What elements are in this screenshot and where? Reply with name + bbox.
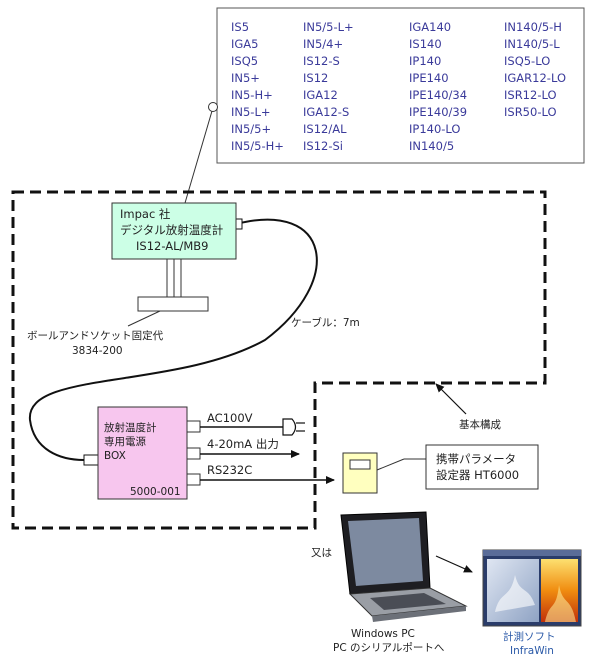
model-column-3: IGA140 IS140 IP140 IPE140 IPE140/34 IPE1… [409,20,467,153]
pc-to-software-arrow [435,555,473,573]
model-name: IS12-Si [303,139,343,153]
model-name: IGA12 [303,88,338,102]
power-box-line1: 放射温度計 [104,421,157,434]
basic-config-boundary [11,190,547,530]
model-name: IN5-L+ [231,105,271,119]
mount-leader [127,310,161,327]
thermometer-model: IS12-AL/MB9 [136,239,209,253]
callout-line [184,110,213,204]
handheld-screen [349,459,371,470]
model-name: IN5-H+ [231,88,273,102]
mount-name: ボールアンドソケット固定代 [27,329,164,342]
model-name: IN5+ [231,71,260,85]
model-list-box [216,7,585,164]
model-name: ISQ5 [231,54,258,68]
model-name: IGA12-S [303,105,349,119]
model-name: IN5/5+ [231,122,271,136]
handheld-setter-icon [342,452,378,494]
model-name: IPE140/34 [409,88,467,102]
ac-label: AC100V [207,411,253,425]
or-label: 又は [311,547,332,559]
ac-plug-icon [282,418,297,436]
model-name: IN5/4+ [303,37,343,51]
power-box-part-no: 5000-001 [130,486,181,498]
cable-connector [83,454,99,466]
model-name: IGA5 [231,37,259,51]
model-name: IGAR12-LO [504,71,566,85]
model-column-2: IN5/5-L+ IN5/4+ IS12-S IS12 IGA12 IGA12-… [303,20,354,153]
power-box-line3: BOX [104,450,126,462]
model-name: IS140 [409,37,442,51]
pc-serial-port: PC のシリアルポートへ [333,642,444,654]
model-name: IP140 [409,54,441,68]
pc-name: Windows PC [351,628,415,640]
mount-base [137,296,209,312]
terminal-serial [186,473,201,486]
callout-circle [208,102,218,112]
model-name: IS12-S [303,54,340,68]
model-column-4: IN140/5-H IN140/5-L ISQ5-LO IGAR12-LO IS… [504,20,566,119]
software-label: 計測ソフト [503,630,556,643]
model-name: IN140/5 [409,139,454,153]
sensor-cable [28,218,318,461]
model-name: IN5/5-L+ [303,20,354,34]
setter-leader [376,458,405,471]
param-setter-box [425,444,539,490]
terminal-ac [186,420,201,433]
thermometer-maker: Impac 社 [120,207,171,221]
infrawin-screenshot [482,549,582,627]
thermometer-box [111,202,237,260]
model-list: IS5 IGA5 ISQ5 IN5+ IN5-H+ IN5-L+ IN5/5+ … [231,20,566,153]
model-name: IN140/5-H [504,20,562,34]
param-setter-line1: 携帯パラメータ [436,452,516,466]
basic-config-label: 基本構成 [459,418,501,431]
model-column-1: IS5 IGA5 ISQ5 IN5+ IN5-H+ IN5-L+ IN5/5+ … [231,20,284,153]
laptop-icon [340,511,468,622]
model-name: IS5 [231,20,249,34]
model-name: ISR50-LO [504,105,557,119]
param-setter-line2: 設定器 HT6000 [436,468,519,482]
terminal-analog [186,447,201,460]
model-name: IP140-LO [409,122,460,136]
model-name: IPE140 [409,71,449,85]
power-box [97,406,188,500]
model-name: IS12 [303,71,328,85]
power-box-line2: 専用電源 [104,435,146,448]
model-name: ISR12-LO [504,88,557,102]
model-name: IN5/5-H+ [231,139,284,153]
mount-part-no: 3834-200 [72,345,123,357]
cable-length-label: ケーブル：7m [291,316,360,329]
software-name: InfraWin [510,645,554,657]
model-name: IS12/AL [303,122,347,136]
thermometer-type: デジタル放射温度計 [120,223,223,237]
model-name: IPE140/39 [409,105,467,119]
basic-config-pointer [435,383,467,415]
model-name: IGA140 [409,20,451,34]
model-name: ISQ5-LO [504,54,550,68]
model-name: IN140/5-L [504,37,560,51]
analog-output-label: 4-20mA 出力 [207,437,279,451]
serial-output-label: RS232C [207,463,252,477]
